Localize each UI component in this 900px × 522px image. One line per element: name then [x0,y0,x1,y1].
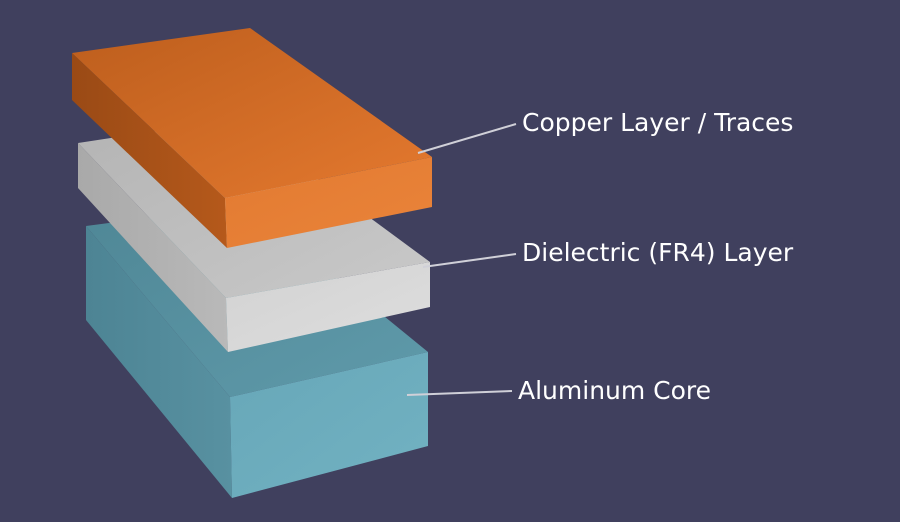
dielectric-layer-label: Dielectric (FR4) Layer [522,238,794,267]
copper-left-face [72,53,227,248]
aluminum-core-left-face [86,226,232,498]
copper-layer-label: Copper Layer / Traces [522,108,793,137]
copper-front-face [225,157,432,248]
copper-block [72,28,432,248]
dielectric-leader-line [422,253,517,268]
copper-leader-line [417,123,517,154]
aluminum-core-front-face [230,352,428,498]
copper-top-face [72,28,432,198]
dielectric-left-face [78,143,228,352]
dielectric-front-face [226,262,430,352]
aluminum-leader-line [406,390,513,396]
aluminum-core-label: Aluminum Core [518,376,711,405]
